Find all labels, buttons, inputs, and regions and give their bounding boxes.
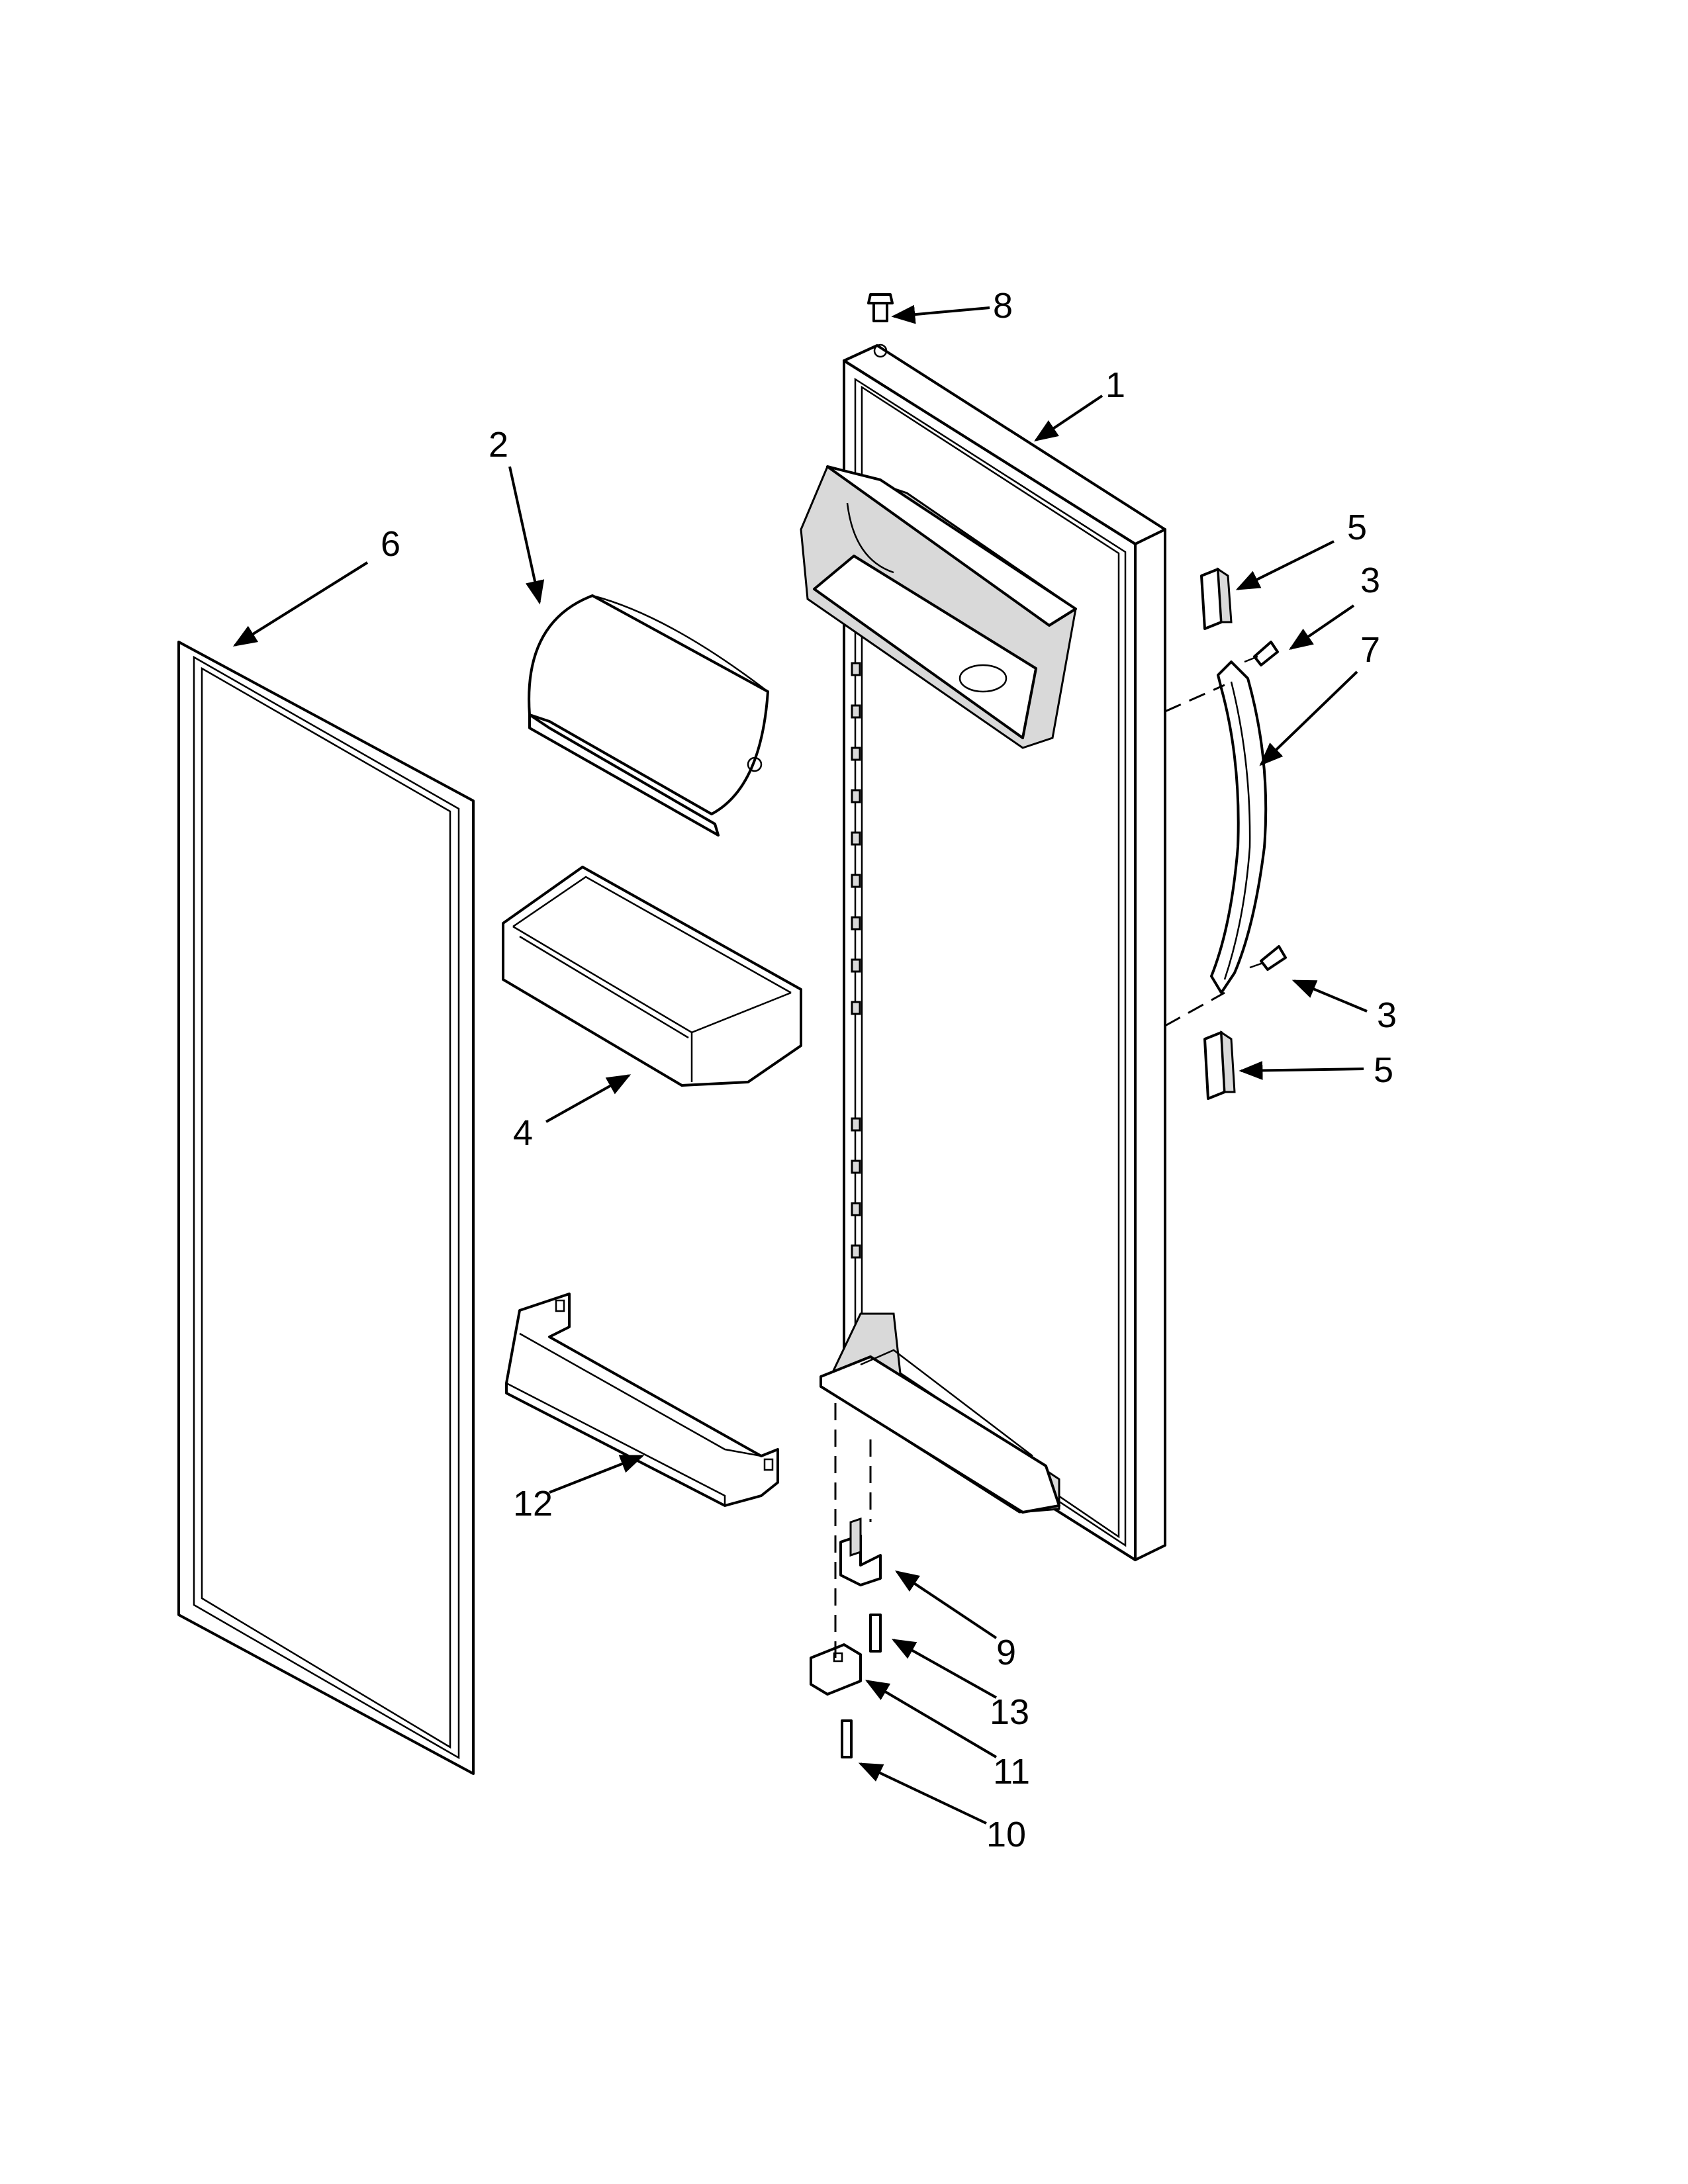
bracket-screw: [841, 1719, 853, 1758]
handle-screw-lower: [1249, 945, 1287, 971]
callout-6: 6: [381, 524, 400, 564]
door-shelf: [505, 1293, 779, 1507]
door-gasket: [177, 641, 475, 1775]
callout-3-lower: 3: [1377, 995, 1397, 1035]
hinge-screw: [869, 1614, 882, 1653]
callout-8: 8: [993, 286, 1013, 326]
handle-end-cap-upper: [1200, 567, 1233, 630]
door-assembly: [800, 343, 1166, 1561]
handle-screw-upper: [1244, 641, 1279, 666]
callout-5-lower: 5: [1374, 1050, 1393, 1090]
callout-7: 7: [1360, 630, 1380, 670]
callout-3-upper: 3: [1360, 561, 1380, 600]
door-handle: [1164, 660, 1268, 1027]
shelf-peg-column: [851, 662, 861, 1259]
door-stop-plug: [867, 293, 894, 322]
callout-1: 1: [1105, 365, 1125, 405]
callout-4: 4: [513, 1113, 533, 1153]
callout-10: 10: [986, 1815, 1026, 1854]
leader-lines: [232, 304, 1368, 1825]
door-bin: [502, 866, 802, 1087]
dairy-bin: [528, 594, 769, 837]
callout-labels: 8 1 2 6 5 3 7 3 5 4 12 9 13 11 10: [381, 286, 1397, 1854]
callout-13: 13: [990, 1692, 1029, 1732]
callout-12: 12: [513, 1484, 553, 1524]
callout-11: 11: [993, 1752, 1030, 1792]
handle-end-cap-lower: [1203, 1030, 1236, 1100]
callout-9: 9: [996, 1633, 1016, 1672]
callout-5-upper: 5: [1347, 508, 1367, 547]
hinge-bracket: [810, 1643, 862, 1696]
callout-2: 2: [489, 425, 508, 465]
lower-hinge-pin: [839, 1517, 882, 1586]
